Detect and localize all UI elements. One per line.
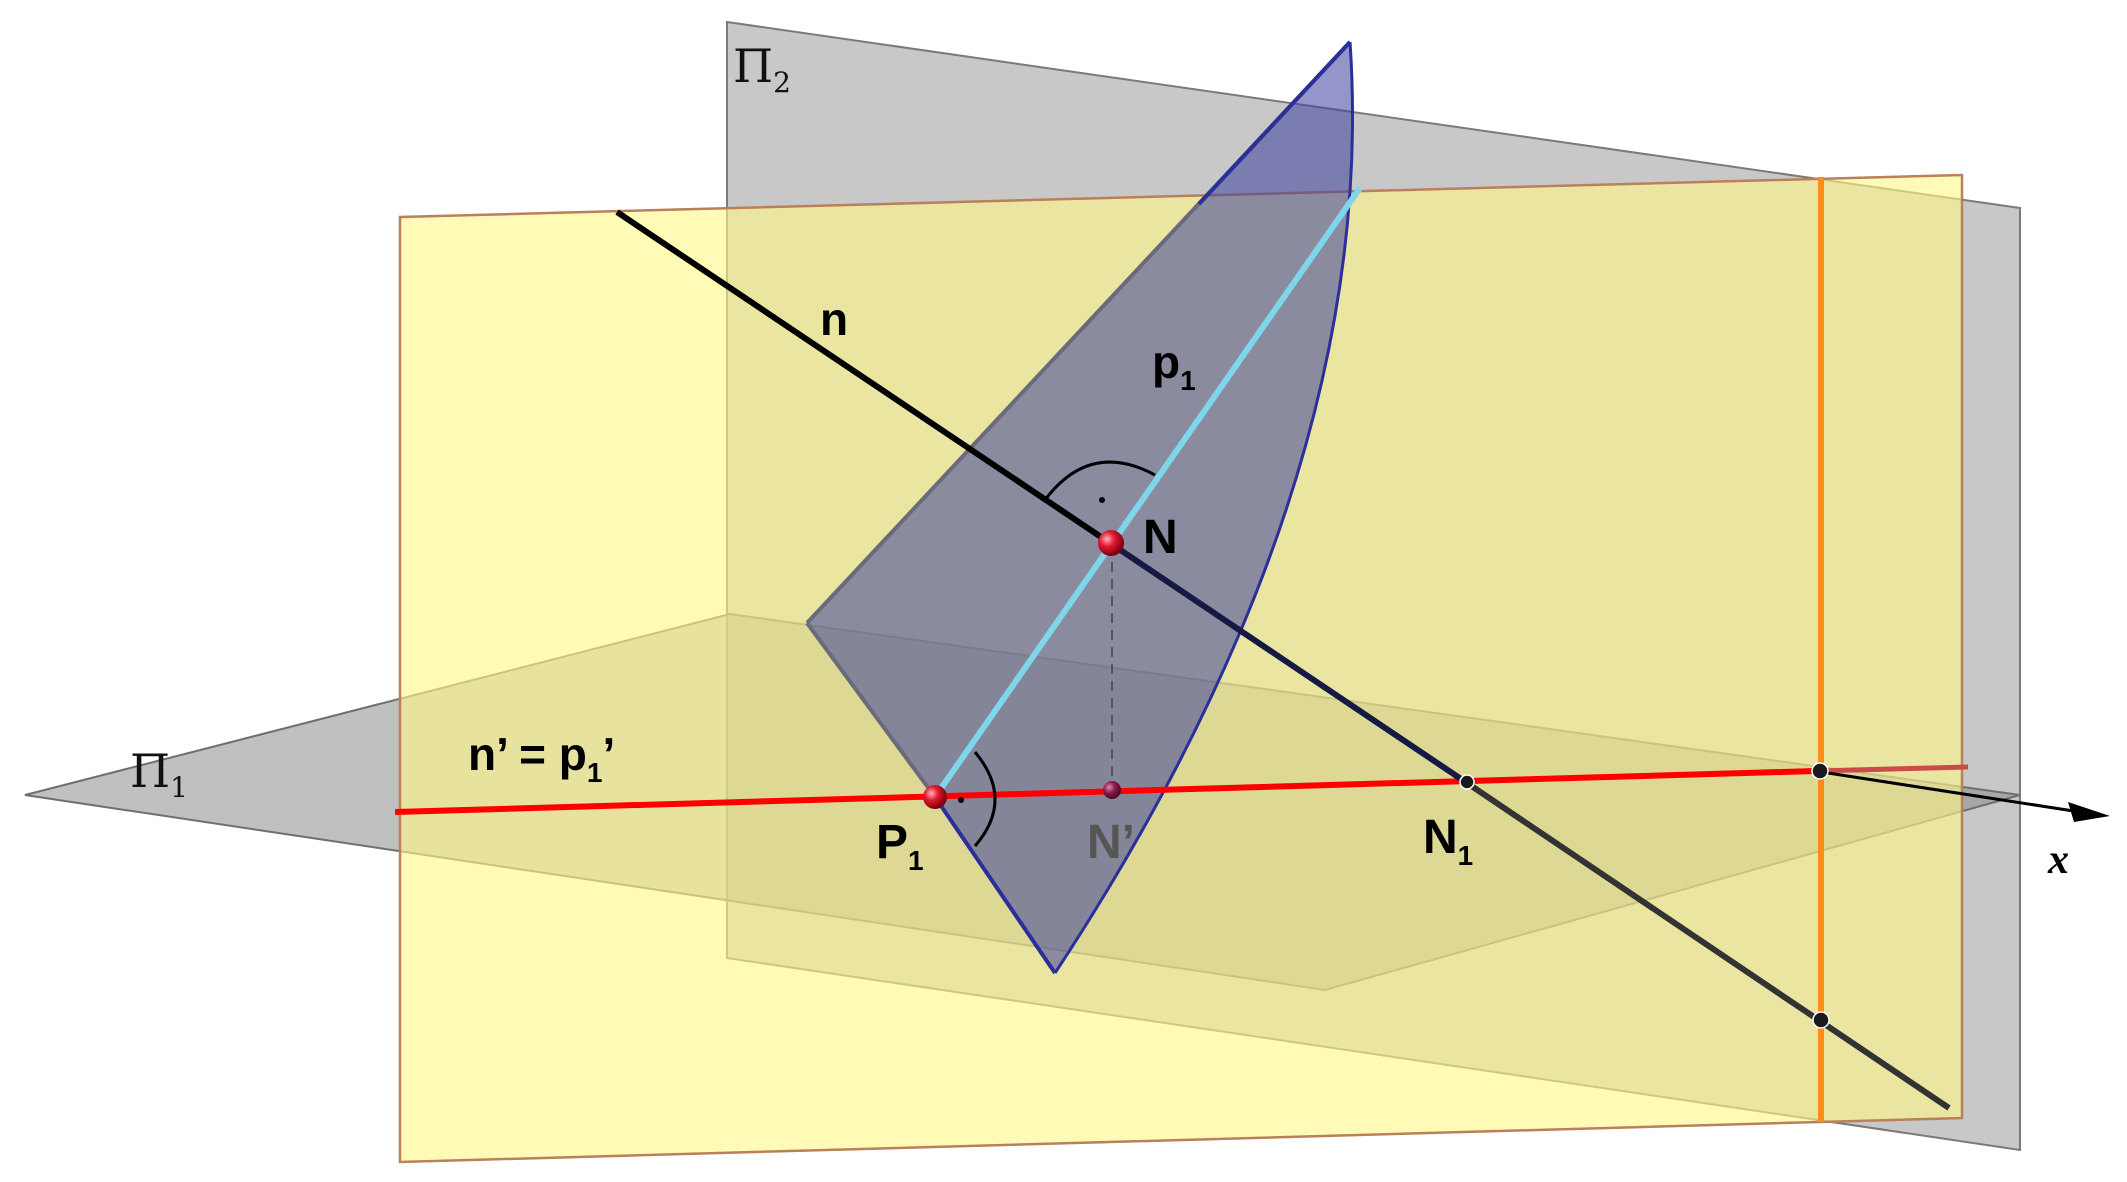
- sector-lower-edge: [805, 621, 937, 799]
- line-n-front: [1465, 780, 1951, 1111]
- x-axis-arrowhead: [2068, 802, 2110, 822]
- right-angle-dot-n: [1099, 497, 1105, 503]
- point-n-prime: [1103, 781, 1121, 799]
- point-orange-n-marker: [1812, 1011, 1830, 1029]
- label-N1: N1: [1423, 811, 1473, 871]
- label-p1: p1: [1152, 336, 1196, 396]
- point-n1-marker: [1459, 774, 1475, 790]
- trace-line-extension: [1814, 764, 1969, 774]
- rotation-sector: [807, 42, 1353, 973]
- label-n: n: [820, 293, 848, 345]
- sector-arc: [1053, 41, 1355, 974]
- label-P1: P1: [876, 816, 924, 876]
- sector-lower-edge-blue: [933, 795, 1057, 975]
- right-angle-arc-p1: [973, 751, 997, 847]
- line-p1: [932, 186, 1363, 799]
- point-n: [1098, 530, 1124, 556]
- label-n-prime-eq: n’ = p1’: [468, 728, 615, 788]
- point-p1: [923, 785, 947, 809]
- line-n: [615, 209, 1112, 546]
- sector-upper-edge-blue: [1197, 40, 1352, 206]
- label-pi2: Π2: [733, 39, 791, 99]
- label-x-axis: x: [2047, 837, 2069, 883]
- label-N: N: [1143, 511, 1178, 564]
- right-angle-arc-n: [1043, 460, 1156, 501]
- line-n-behind: [1108, 540, 1469, 786]
- right-angle-dot-p1: [958, 797, 964, 803]
- label-pi1: Π1: [130, 744, 188, 804]
- label-N-prime: N’: [1087, 816, 1135, 869]
- point-trace-x-marker: [1811, 762, 1829, 780]
- x-axis: [1814, 769, 2081, 814]
